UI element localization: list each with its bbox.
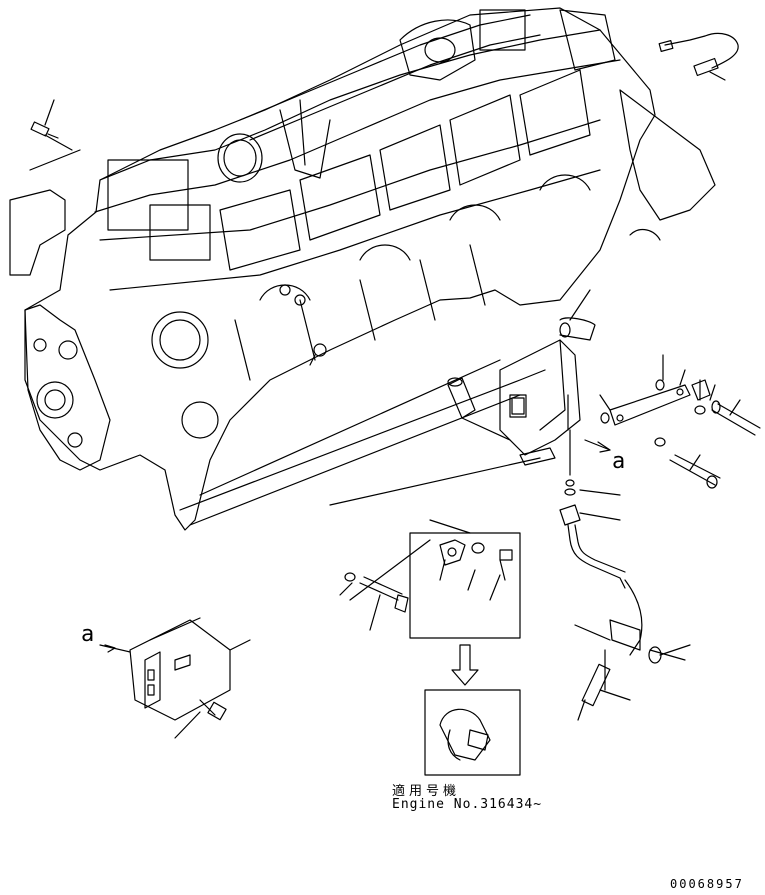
bracket-plate-and-bolts: [569, 289, 761, 489]
left-sensor: [29, 99, 81, 171]
bolt-washer-center: [339, 572, 409, 631]
serial-engine-number: Engine No.316434~: [392, 797, 543, 812]
document-id: 00068957: [670, 877, 744, 891]
engine-block: [9, 7, 716, 531]
serial-applicability-label: 適用号機: [392, 784, 461, 799]
sensor-kit-box: [409, 519, 521, 639]
top-sensor-harness: [658, 32, 739, 81]
down-arrow: [451, 644, 479, 686]
detail-view-box: [424, 689, 521, 776]
arrow-a-right: [584, 439, 611, 451]
hose-assembly: [559, 479, 691, 721]
leader-line: [349, 539, 431, 601]
controller-unit: [99, 617, 251, 739]
spacer-collar: [447, 377, 511, 441]
reference-mark-a-right: a: [612, 449, 626, 474]
reference-mark-a-left: a: [81, 622, 95, 647]
ecm-bracket: [499, 317, 596, 476]
